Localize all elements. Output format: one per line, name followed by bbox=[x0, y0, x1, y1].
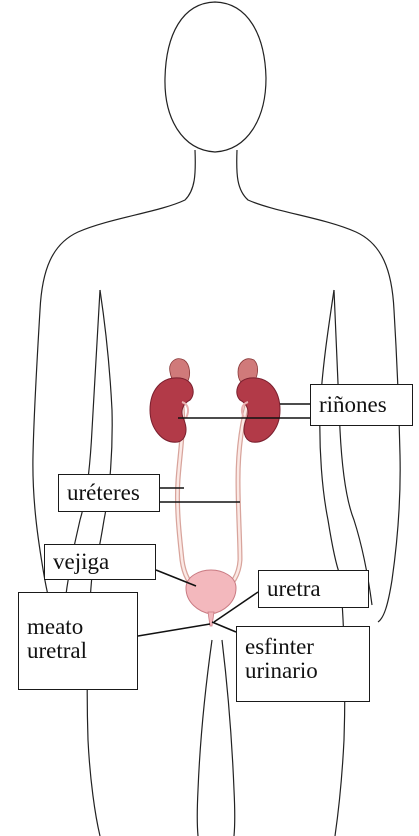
leg-inner-left bbox=[197, 640, 212, 836]
leader-meatus bbox=[138, 624, 210, 636]
label-urethra: uretra bbox=[258, 570, 369, 608]
label-bladder: vejiga bbox=[44, 544, 156, 580]
torso-left bbox=[92, 290, 112, 575]
kidney-left bbox=[150, 378, 193, 442]
label-ureters: uréteres bbox=[58, 474, 160, 512]
torso-right bbox=[320, 290, 340, 575]
bladder bbox=[186, 570, 236, 614]
label-kidneys: riñones bbox=[310, 384, 413, 426]
label-meatus: meato uretral bbox=[18, 592, 138, 690]
leader-sphincter bbox=[212, 622, 236, 632]
leg-outer-right bbox=[335, 575, 345, 836]
head-outline bbox=[165, 2, 266, 152]
arm-inner-right bbox=[334, 290, 372, 605]
leg-inner-right bbox=[222, 640, 235, 836]
label-sphincter: esfinter urinario bbox=[236, 626, 370, 702]
